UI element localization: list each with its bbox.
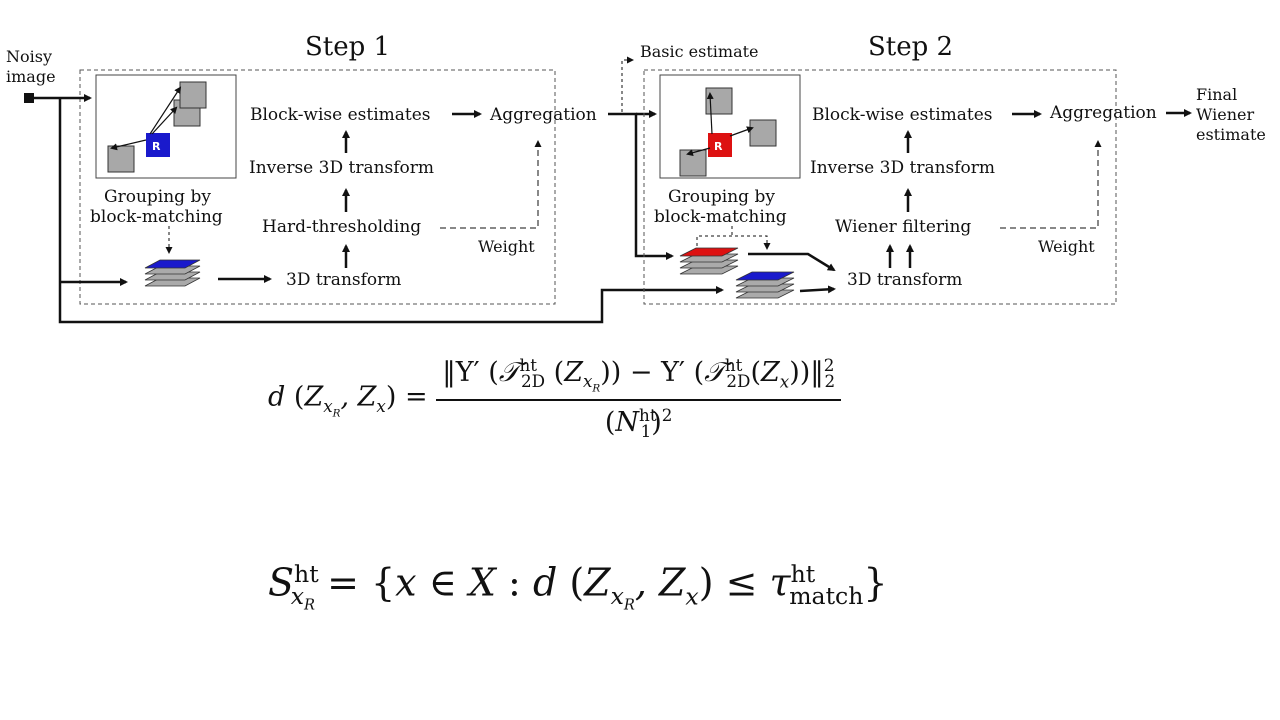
step2-reference-label: R [714,140,723,153]
step1-box [79,69,556,305]
svg-text:Noisy: Noisy [6,47,52,66]
step2-title: Step 2 [868,32,953,62]
input-node [24,93,34,103]
step1-group-stack [144,259,201,287]
basic-estimate-label: Basic estimate [640,42,759,61]
similar-blocks-set-equation: ShtxR = {x ∈ X : d (ZxR, Zx) ≤ τhtmatch} [268,560,888,614]
step1-grouping-label: Grouping by block-matching [90,187,223,227]
step1-hard-thresholding: Hard-thresholding [262,217,421,237]
noisy-image-label: Noisy image [6,47,56,86]
step2-inverse-3d-transform: Inverse 3D transform [810,158,995,178]
step2-weight: Weight [1038,237,1095,256]
svg-text:Wiener: Wiener [1196,105,1255,124]
step1-title: Step 1 [305,32,390,62]
svg-text:image: image [6,67,56,86]
bm3d-diagram: Noisy image Step 1 R Grouping by block-m… [6,32,1266,324]
step2-3d-transform: 3D transform [847,270,962,290]
step1-weight: Weight [478,237,535,256]
step1-inverse-3d-transform: Inverse 3D transform [249,158,434,178]
step2-gray-block [749,119,777,147]
step2-wiener-filtering: Wiener filtering [835,217,971,237]
step2-gray-block [679,149,707,177]
svg-text:block-matching: block-matching [90,207,223,227]
step2-reference-block [708,133,732,157]
svg-text:Grouping by: Grouping by [104,187,211,207]
final-wiener-estimate-label: Final Wiener estimate [1196,85,1266,144]
svg-text:block-matching: block-matching [654,207,787,227]
distance-equation: d (ZxR, Zx) = ‖Υ′ (𝒯ht2D (ZxR)) − Υ′ (𝒯h… [268,355,842,441]
step2-block-wise-estimates: Block-wise estimates [812,105,993,125]
step1-block-wise-estimates: Block-wise estimates [250,105,431,125]
step1-reference-block [146,133,170,157]
step1-gray-block [107,145,135,173]
step2-noisy-stack [735,271,795,299]
step1-aggregation: Aggregation [489,105,597,125]
step1-3d-transform: 3D transform [286,270,401,290]
step1-reference-label: R [152,140,161,153]
step2-basic-estimate-stack [679,247,739,275]
svg-text:Final: Final [1196,85,1237,104]
svg-text:estimate: estimate [1196,125,1266,144]
step2-aggregation: Aggregation [1049,103,1157,123]
step1-gray-block [179,81,207,109]
step2-grouping-label: Grouping by block-matching [654,187,787,227]
svg-text:Grouping by: Grouping by [668,187,775,207]
step2-box [643,69,1117,305]
